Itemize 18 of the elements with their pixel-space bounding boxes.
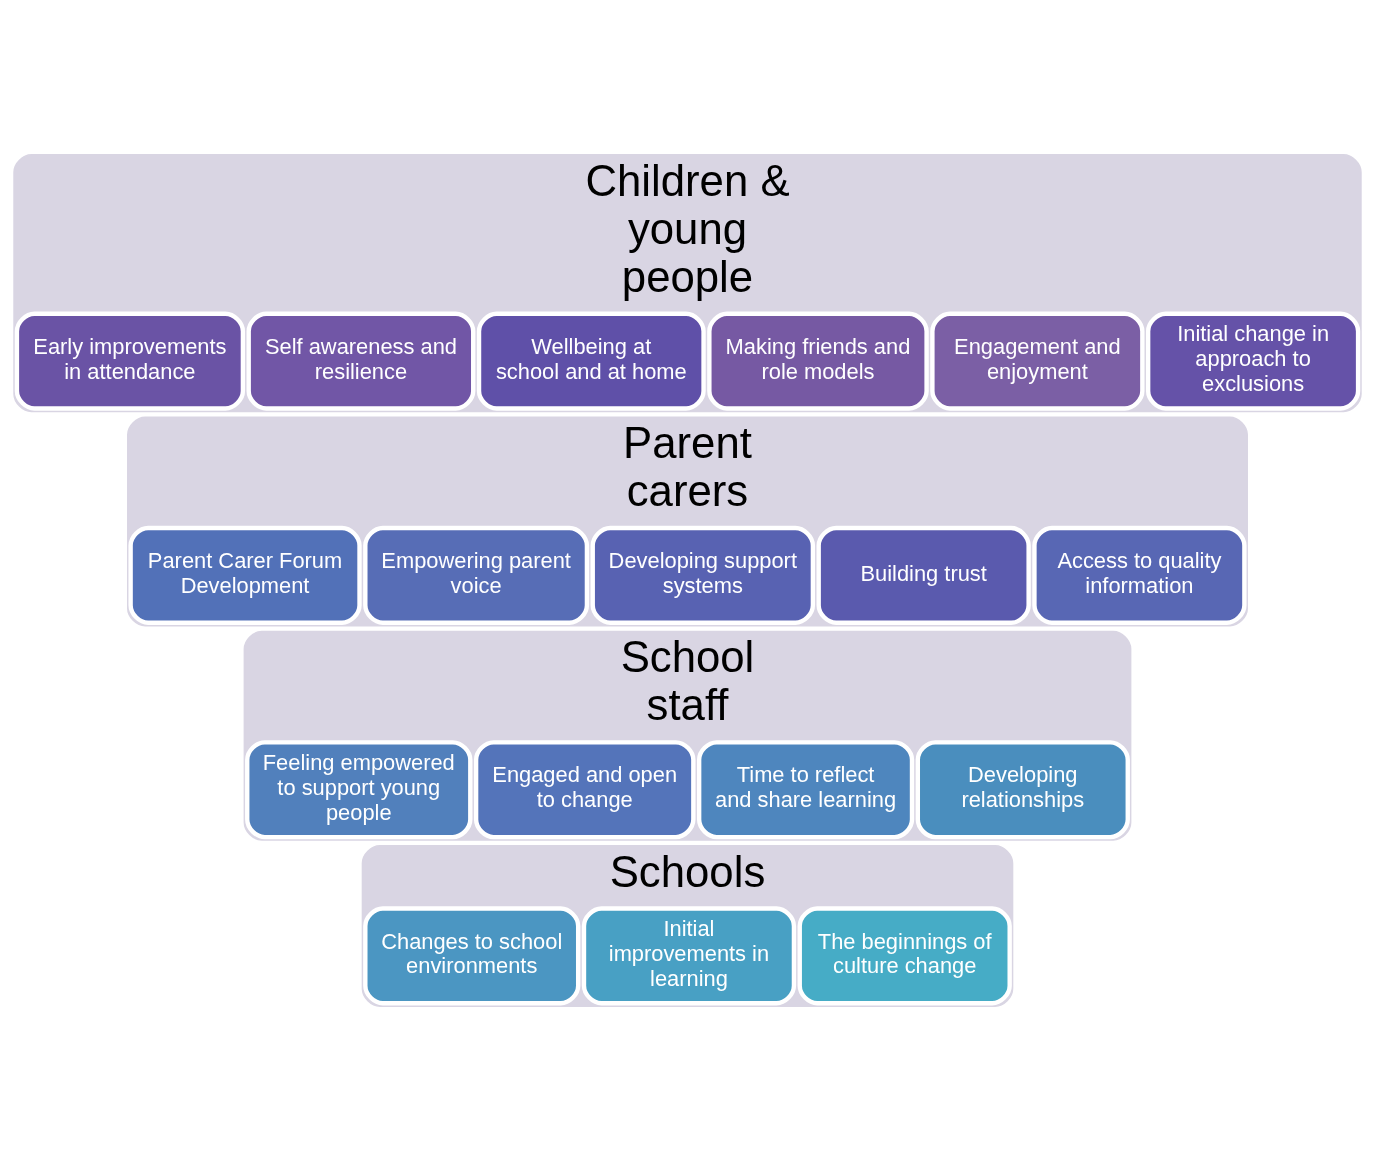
node-box: Developing relationships xyxy=(915,739,1130,839)
node-box: Developing support systems xyxy=(590,525,816,625)
node-box: Initial change in approach to exclusions xyxy=(1145,311,1361,411)
node-box: Changes to school environments xyxy=(363,905,581,1005)
node-box: Engagement and enjoyment xyxy=(930,311,1145,411)
node-box: Parent Carer Forum Development xyxy=(128,525,362,625)
node-box: Feeling empowered to support young people xyxy=(245,739,473,839)
node-box: Engaged and open to change xyxy=(473,739,696,839)
node-box: Early improvements in attendance xyxy=(14,311,246,411)
node-box: The beginnings of culture change xyxy=(797,905,1012,1005)
node-box: Access to quality information xyxy=(1032,525,1247,625)
node-box: Self awareness and resilience xyxy=(246,311,476,411)
node-box: Time to reflect and share learning xyxy=(696,739,915,839)
node-box: Initial improvements in learning xyxy=(581,905,797,1005)
node-box: Making friends and role models xyxy=(707,311,929,411)
node-box: Wellbeing at school and at home xyxy=(476,311,706,411)
node-box: Building trust xyxy=(816,525,1031,625)
node-box: Empowering parent voice xyxy=(363,525,590,625)
